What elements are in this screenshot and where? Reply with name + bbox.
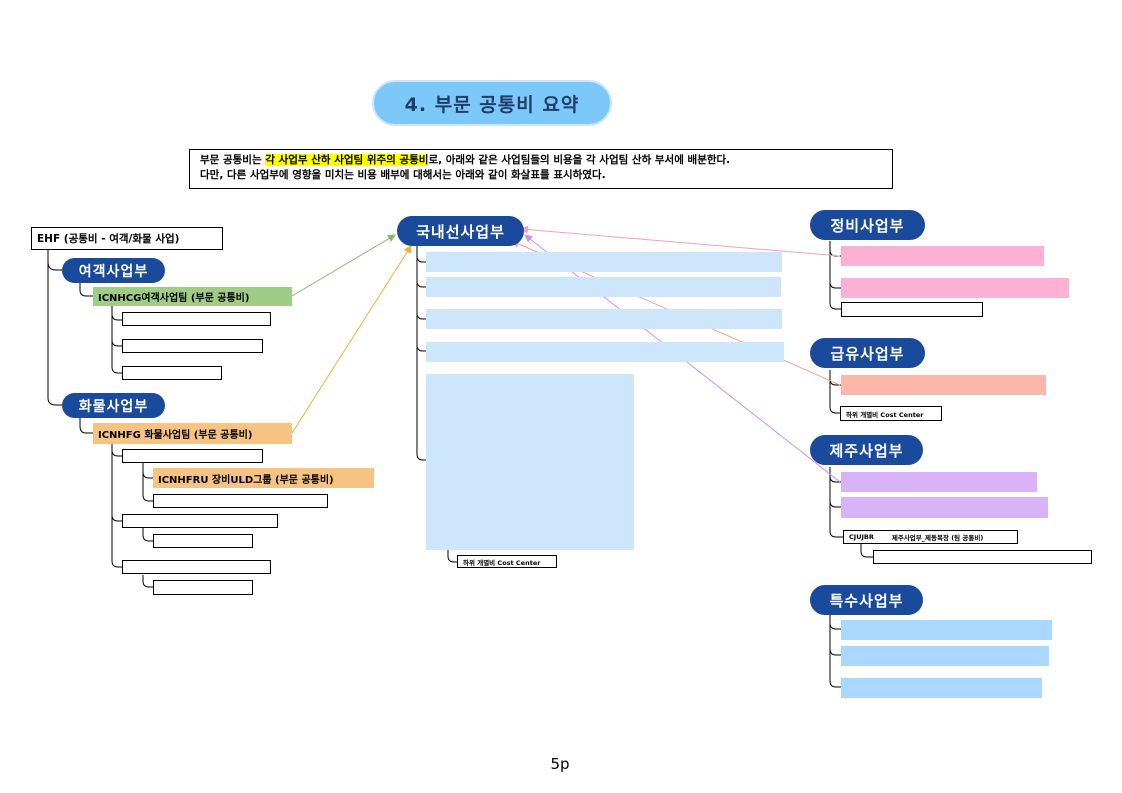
- jeju-team-code: CJUJBR: [849, 533, 874, 541]
- description-box: 부문 공통비는 각 사업부 산하 사업팀 위주의 공통비로, 아래와 같은 사업…: [189, 149, 893, 189]
- domestic-division-pill: 국내선사업부: [397, 216, 524, 246]
- ehf-root-box: EHF (공통비 - 여객/화물 사업): [31, 227, 223, 250]
- domestic-unit-1: [426, 252, 782, 272]
- domestic-unit-2: [426, 277, 781, 297]
- jeju-unit-1: [841, 472, 1037, 492]
- domestic-unit-3: [426, 309, 782, 329]
- cargo-subunit-2: [122, 514, 278, 528]
- passenger-team-box: ICNHCG여객사업팀 (부문 공통비): [93, 287, 292, 306]
- passenger-division-pill: 여객사업부: [62, 258, 165, 283]
- fuel-unit-1: [841, 375, 1046, 395]
- cargo-uld-group-box: ICNHFRU 장비ULD그룹 (부문 공통비): [153, 468, 374, 488]
- passenger-subunit-3: [122, 366, 222, 380]
- cargo-subunit-2-child: [153, 534, 253, 548]
- fuel-subcost-label: 하위 개별비 Cost Center: [840, 406, 942, 421]
- cargo-division-pill: 화물사업부: [62, 393, 165, 418]
- jeju-unit-2: [841, 497, 1048, 518]
- jeju-team-box: CJUJBR 제주사업부_제동목장 (팀 공통비): [843, 530, 1018, 544]
- maintenance-unit-3: [841, 302, 983, 317]
- cargo-subunit-1: [122, 449, 263, 463]
- passenger-subunit-1: [122, 312, 271, 326]
- jeju-division-pill: 제주사업부: [810, 435, 923, 465]
- maintenance-unit-2: [841, 278, 1069, 298]
- cargo-subunit-3: [122, 560, 271, 574]
- description-line-2: 다만, 다른 사업부에 영향을 미치는 비용 배부에 대해서는 아래와 같이 화…: [200, 169, 606, 181]
- domestic-subcost-label: 하위 개별비 Cost Center: [457, 555, 557, 568]
- special-unit-1: [841, 620, 1052, 640]
- domestic-unit-block: [426, 374, 634, 550]
- jeju-team-subunit: [873, 550, 1092, 564]
- fuel-division-pill: 급유사업부: [810, 338, 925, 368]
- maintenance-division-pill: 정비사업부: [810, 210, 925, 240]
- special-division-pill: 특수사업부: [810, 585, 923, 615]
- maintenance-unit-1: [841, 246, 1044, 266]
- cargo-subunit-3-child: [153, 580, 253, 595]
- special-unit-2: [841, 646, 1049, 666]
- cargo-team-box: ICNHFG 화물사업팀 (부문 공통비): [93, 423, 292, 444]
- jeju-team-label: 제주사업부_제동목장 (팀 공통비): [891, 534, 984, 542]
- description-line-1: 부문 공통비는 각 사업부 산하 사업팀 위주의 공통비로, 아래와 같은 사업…: [200, 154, 731, 166]
- passenger-subunit-2: [122, 339, 263, 353]
- domestic-unit-4: [426, 342, 784, 362]
- description-highlight: 각 사업부 산하 사업팀 위주의 공통비: [265, 154, 429, 166]
- page-number: 5p: [550, 755, 570, 773]
- page-title: 4. 부문 공통비 요약: [372, 80, 612, 126]
- special-unit-3: [841, 678, 1042, 698]
- cargo-uld-subunit: [153, 494, 328, 508]
